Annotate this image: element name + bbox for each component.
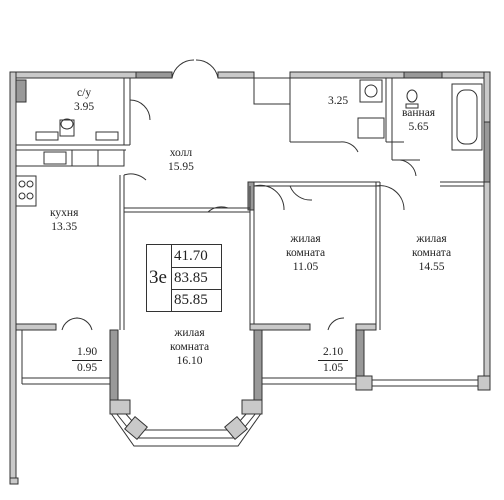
apartment-area-box: 3е 41.70 83.85 85.85 [146, 244, 222, 312]
balcony-left-bottom: 0.95 [76, 362, 98, 374]
room-living-mid-name1: жилая [290, 233, 321, 245]
room-living-mid-area: 11.05 [292, 261, 319, 273]
area-box-divider [171, 267, 221, 268]
balcony-right-divider [318, 360, 348, 361]
room-living-mid: жилая комната 11.05 [286, 232, 325, 274]
bay-window [109, 399, 263, 447]
area-box-divider [171, 289, 221, 290]
room-living-bay: жилая комната 16.10 [170, 326, 209, 368]
area-total-with-balcony: 85.85 [174, 292, 208, 308]
door-swings [61, 59, 417, 331]
balcony-right-bottom: 1.05 [322, 362, 344, 374]
balcony-right-top: 2.10 [322, 346, 344, 358]
toilet-small [35, 118, 119, 141]
balcony-right-label: 2.10 1.05 [318, 346, 348, 375]
area-box-divider [171, 245, 172, 311]
room-living-right-name1: жилая [416, 233, 447, 245]
room-hall-name: холл [169, 147, 193, 159]
room-kitchen: кухня 13.35 [50, 206, 78, 234]
room-wc: с/у 3.95 [74, 86, 94, 114]
room-living-right-name2: комната [412, 247, 452, 259]
bottom-walls [15, 323, 491, 391]
balcony-left-label: 1.90 0.95 [72, 346, 102, 375]
room-bathroom: ванная 5.65 [402, 106, 435, 134]
room-living-mid-name2: комната [286, 247, 326, 259]
area-total: 83.85 [174, 270, 208, 286]
room-kitchen-name: кухня [50, 207, 79, 219]
kitchen-counter [15, 149, 125, 207]
room-storage-area: 3.25 [328, 95, 349, 107]
room-hall-area: 15.95 [168, 161, 194, 173]
outer-walls [9, 71, 491, 485]
room-wc-area: 3.95 [74, 101, 95, 113]
room-bathroom-name: ванная [402, 107, 436, 119]
room-bathroom-area: 5.65 [408, 121, 429, 133]
room-living-right-area: 14.55 [418, 261, 445, 273]
room-living-bay-name2: комната [170, 341, 210, 353]
apartment-type: 3е [149, 267, 167, 288]
room-storage: 3.25 [328, 94, 348, 108]
room-hall: холл 15.95 [168, 146, 194, 174]
room-living-right: жилая комната 14.55 [412, 232, 451, 274]
area-living: 41.70 [174, 248, 208, 264]
room-living-bay-area: 16.10 [176, 355, 203, 367]
room-wc-name: с/у [77, 87, 92, 99]
balcony-left-top: 1.90 [76, 346, 98, 358]
room-living-bay-name1: жилая [174, 327, 205, 339]
balcony-left-divider [72, 360, 102, 361]
room-kitchen-area: 13.35 [51, 221, 78, 233]
